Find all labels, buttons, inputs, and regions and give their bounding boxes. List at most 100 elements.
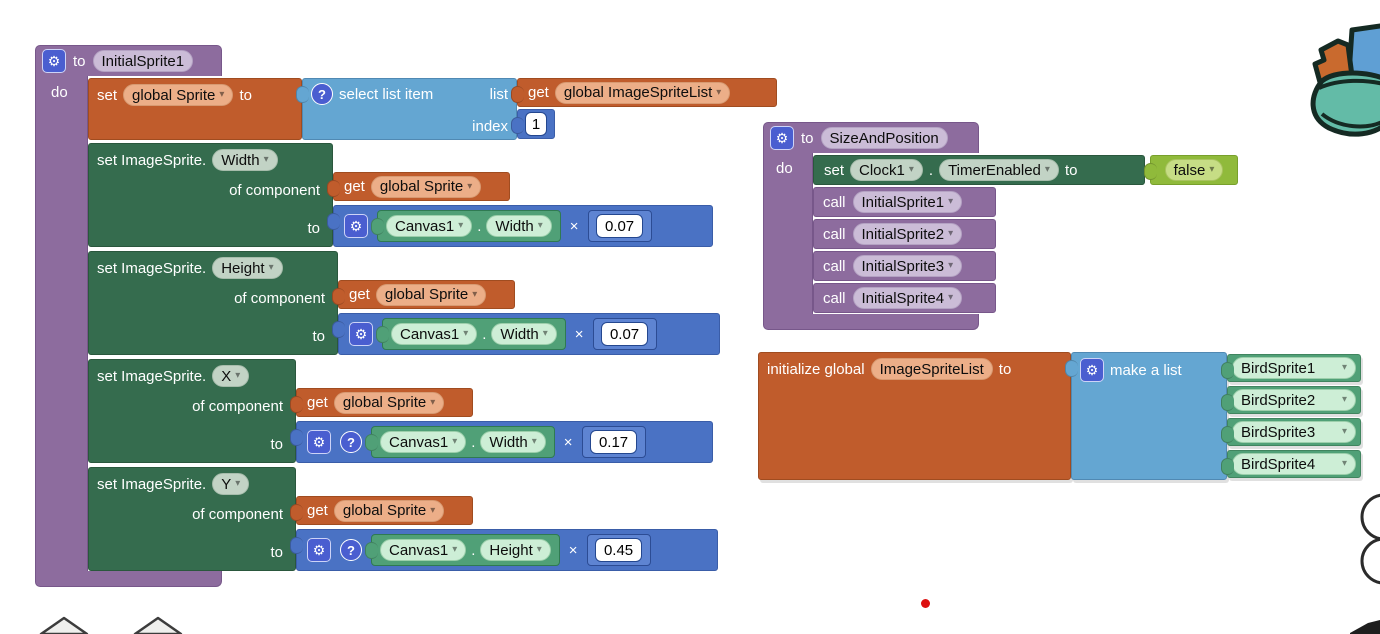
number-field[interactable]: 0.45 [594,538,643,562]
set-variable-block[interactable]: set global Sprite ▾ to [88,78,302,140]
number-block[interactable]: 0.45 [586,534,651,566]
set-component-property-block[interactable]: set ImageSprite. Width ▾ of component to [88,143,333,247]
global-name-field[interactable]: ImageSpriteList [870,358,993,380]
get-variable-block[interactable]: get global ImageSpriteList ▾ [511,78,777,107]
mutator-gear-icon[interactable]: ⚙ [349,322,373,346]
call-procedure-block[interactable]: call InitialSprite1 ▾ [813,187,996,217]
property-dropdown[interactable]: Width ▾ [212,149,278,171]
procedure-dropdown[interactable]: InitialSprite2 ▾ [852,223,963,245]
property-dropdown[interactable]: X ▾ [212,365,250,387]
component-dropdown[interactable]: Canvas1 ▾ [380,539,467,561]
variable-dropdown[interactable]: global Sprite ▾ [333,391,445,414]
mutator-gear-icon[interactable]: ⚙ [42,49,66,73]
get-variable-block[interactable]: get global Sprite ▾ [290,496,473,525]
component-block-birdsprite[interactable]: BirdSprite1 ▾ [1221,354,1361,382]
trash-icon[interactable] [1340,615,1380,634]
zoom-controls[interactable] [1330,490,1380,590]
property-dropdown[interactable]: Height ▾ [480,539,551,561]
number-field[interactable]: 0.07 [595,214,644,238]
help-icon[interactable]: ? [340,431,362,453]
property-dropdown[interactable]: Width ▾ [491,323,557,345]
number-block[interactable]: 0.07 [592,318,657,350]
number-block-index[interactable]: 1 [511,109,555,139]
variable-dropdown[interactable]: global Sprite ▾ [375,283,487,306]
component-dropdown[interactable]: BirdSprite1 ▾ [1232,357,1356,379]
logic-value-dropdown[interactable]: false ▾ [1164,159,1224,181]
component-getter-block[interactable]: Canvas1 ▾ . Width ▾ [376,318,566,350]
procedure-dropdown[interactable]: InitialSprite3 ▾ [852,255,963,277]
component-block-birdsprite[interactable]: BirdSprite3 ▾ [1221,418,1361,446]
variable-dropdown[interactable]: global ImageSpriteList ▾ [554,81,731,104]
call-procedure-block[interactable]: call InitialSprite4 ▾ [813,283,996,313]
mutator-gear-icon[interactable]: ⚙ [770,126,794,150]
procedure-block-sizeandposition-header[interactable]: ⚙ to SizeAndPosition [763,122,979,153]
get-variable-block[interactable]: get global Sprite ▾ [332,280,515,309]
component-dropdown[interactable]: Canvas1 ▾ [380,431,467,453]
mutator-gear-icon[interactable]: ⚙ [307,430,331,454]
make-a-list-label: make a list [1110,361,1182,379]
procedure-block-initialsprite1-header[interactable]: ⚙ to InitialSprite1 [35,45,222,76]
component-dropdown[interactable]: BirdSprite4 ▾ [1232,453,1356,475]
procedure-name-field[interactable]: InitialSprite1 [92,50,194,72]
math-multiply-block[interactable]: ⚙ Canvas1 ▾ . Width ▾ × 0.07 [327,205,713,247]
initialize-global-block[interactable]: initialize global ImageSpriteList to [758,352,1071,480]
property-dropdown[interactable]: Height ▾ [212,257,283,279]
component-getter-block[interactable]: Canvas1 ▾ . Width ▾ [371,210,561,242]
warning-indicator-icons[interactable] [28,615,188,634]
component-getter-block[interactable]: Canvas1 ▾ . Width ▾ [365,426,555,458]
component-dropdown[interactable]: Canvas1 ▾ [386,215,473,237]
call-procedure-block[interactable]: call InitialSprite2 ▾ [813,219,996,249]
to-label: to [1064,161,1078,179]
select-list-item-block[interactable]: ? select list item list index [296,78,517,140]
procedure-block-sizeandposition-footer[interactable] [763,314,979,330]
property-dropdown[interactable]: Y ▾ [212,473,250,495]
number-field[interactable]: 1 [524,112,548,136]
call-procedure-block[interactable]: call InitialSprite3 ▾ [813,251,996,281]
get-variable-block[interactable]: get global Sprite ▾ [327,172,510,201]
procedure-name-field[interactable]: SizeAndPosition [820,127,948,149]
dropdown-arrow-icon: ▾ [948,196,954,207]
component-getter-block[interactable]: Canvas1 ▾ . Height ▾ [365,534,560,566]
variable-dropdown[interactable]: global Sprite ▾ [333,499,445,522]
set-component-property-block[interactable]: set ImageSprite. Y ▾ of component to [88,467,296,571]
component-dropdown[interactable]: Canvas1 ▾ [391,323,478,345]
property-dropdown[interactable]: Width ▾ [480,431,546,453]
mutator-gear-icon[interactable]: ⚙ [307,538,331,562]
math-multiply-block[interactable]: ⚙ ? Canvas1 ▾ . Width ▾ × 0.17 [290,421,713,463]
property-dropdown[interactable]: Width ▾ [486,215,552,237]
procedure-block-initialsprite1-footer[interactable] [35,571,222,587]
set-component-property-block[interactable]: set ImageSprite. X ▾ of component to [88,359,296,463]
math-multiply-block[interactable]: ⚙ ? Canvas1 ▾ . Height ▾ × 0.45 [290,529,718,571]
procedure-dropdown[interactable]: InitialSprite1 ▾ [852,191,963,213]
make-a-list-block[interactable]: ⚙ make a list [1065,352,1227,480]
procedure-dropdown[interactable]: InitialSprite4 ▾ [852,287,963,309]
property-dropdown[interactable]: TimerEnabled ▾ [939,159,1059,181]
number-field[interactable]: 0.17 [589,430,638,454]
get-variable-block[interactable]: get global Sprite ▾ [290,388,473,417]
number-block[interactable]: 0.17 [581,426,646,458]
plug-nub [1221,426,1234,443]
backpack-icon[interactable] [1307,22,1380,140]
set-component-property-block[interactable]: set ImageSprite. Height ▾ of component t… [88,251,338,355]
component-block-birdsprite[interactable]: BirdSprite2 ▾ [1221,386,1361,414]
set-clock-timerenabled-block[interactable]: set Clock1 ▾ . TimerEnabled ▾ to [813,155,1145,185]
math-multiply-block[interactable]: ⚙ Canvas1 ▾ . Width ▾ × 0.07 [332,313,720,355]
variable-dropdown[interactable]: global Sprite ▾ [370,175,482,198]
help-icon[interactable]: ? [311,83,333,105]
mutator-gear-icon[interactable]: ⚙ [1080,358,1104,382]
to-label: to [801,129,814,147]
component-dropdown[interactable]: Clock1 ▾ [850,159,923,181]
component-block-birdsprite[interactable]: BirdSprite4 ▾ [1221,450,1361,478]
variable-dropdown[interactable]: global Sprite ▾ [123,84,234,106]
component-dropdown[interactable]: BirdSprite3 ▾ [1232,421,1356,443]
number-field[interactable]: 0.07 [600,322,649,346]
logic-false-block[interactable]: false ▾ [1144,155,1238,185]
component-dropdown[interactable]: BirdSprite2 ▾ [1232,389,1356,411]
number-block[interactable]: 0.07 [587,210,652,242]
help-icon[interactable]: ? [340,539,362,561]
procedure-block-initialsprite1-spine[interactable] [35,76,88,571]
mutator-gear-icon[interactable]: ⚙ [344,214,368,238]
procedure-block-sizeandposition-spine[interactable] [763,153,813,314]
do-label: do [776,160,793,177]
